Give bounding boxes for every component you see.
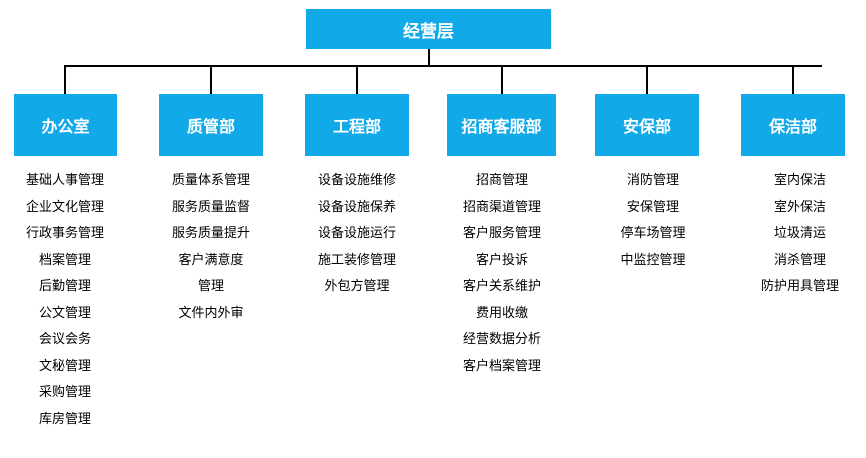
duty-item: 外包方管理 bbox=[324, 279, 390, 294]
connector-dept-5 bbox=[792, 65, 794, 94]
duty-item: 公文管理 bbox=[38, 305, 91, 321]
duty-item: 室外保洁 bbox=[773, 199, 826, 215]
duty-item: 企业文化管理 bbox=[25, 199, 104, 215]
duty-item: 垃圾清运 bbox=[773, 226, 826, 241]
duty-item: 费用收缴 bbox=[475, 305, 528, 321]
duty-item: 设备设施保养 bbox=[317, 199, 396, 215]
duty-item: 中监控管理 bbox=[620, 252, 686, 268]
dept-node-office: 办公室 bbox=[14, 94, 117, 156]
duty-item: 行政事务管理 bbox=[25, 226, 104, 241]
duty-item: 停车场管理 bbox=[620, 226, 686, 241]
duty-item: 客户服务管理 bbox=[462, 226, 541, 241]
duty-item: 消防管理 bbox=[626, 173, 679, 188]
duty-item: 文件内外审 bbox=[178, 305, 244, 321]
duty-item: 档案管理 bbox=[38, 252, 91, 268]
duty-item: 经营数据分析 bbox=[462, 332, 541, 347]
connector-dept-1 bbox=[210, 65, 212, 94]
duty-list-leasing-service: 招商管理 招商渠道管理 客户服务管理 客户投诉 客户关系维护 费用收缴 经营数据… bbox=[427, 168, 577, 380]
connector-dept-3 bbox=[501, 65, 503, 94]
duty-item: 客户满意度 bbox=[178, 252, 244, 268]
duty-item: 质量体系管理 bbox=[171, 173, 250, 188]
duty-item: 采购管理 bbox=[38, 385, 91, 400]
root-node: 经营层 bbox=[306, 9, 551, 49]
duty-item: 文秘管理 bbox=[38, 358, 91, 374]
duty-item: 设备设施运行 bbox=[317, 226, 396, 241]
duty-item: 后勤管理 bbox=[38, 279, 91, 294]
duty-item: 服务质量监督 bbox=[171, 199, 250, 215]
duty-list-security: 消防管理 安保管理 停车场管理 中监控管理 bbox=[578, 168, 728, 274]
duty-list-office: 基础人事管理 企业文化管理 行政事务管理 档案管理 后勤管理 公文管理 会议会务… bbox=[0, 168, 140, 433]
duty-item: 招商管理 bbox=[475, 173, 528, 188]
dept-node-engineering: 工程部 bbox=[305, 94, 409, 156]
duty-item: 库房管理 bbox=[38, 411, 91, 427]
dept-node-quality: 质管部 bbox=[159, 94, 263, 156]
duty-item: 客户关系维护 bbox=[462, 279, 541, 294]
dept-node-cleaning: 保洁部 bbox=[741, 94, 845, 156]
connector-dept-2 bbox=[356, 65, 358, 94]
duty-item: 服务质量提升 bbox=[171, 226, 250, 241]
duty-item: 会议会务 bbox=[38, 332, 91, 347]
duty-item: 招商渠道管理 bbox=[462, 199, 541, 215]
duty-item: 安保管理 bbox=[626, 199, 679, 215]
duty-item: 客户档案管理 bbox=[462, 358, 541, 374]
duty-item: 管理 bbox=[197, 279, 224, 294]
connector-root-down bbox=[428, 49, 430, 66]
duty-item: 防护用具管理 bbox=[760, 279, 839, 294]
dept-node-leasing-service: 招商客服部 bbox=[447, 94, 556, 156]
duty-item: 基础人事管理 bbox=[25, 173, 104, 188]
duty-item: 消杀管理 bbox=[773, 252, 826, 268]
duty-item: 室内保洁 bbox=[773, 173, 826, 188]
duty-list-cleaning: 室内保洁 室外保洁 垃圾清运 消杀管理 防护用具管理 bbox=[725, 168, 866, 301]
dept-node-security: 安保部 bbox=[595, 94, 699, 156]
duty-item: 施工装修管理 bbox=[317, 252, 396, 268]
connector-horizontal bbox=[64, 65, 822, 67]
connector-dept-0 bbox=[64, 65, 66, 94]
duty-item: 设备设施维修 bbox=[317, 173, 396, 188]
duty-list-quality: 质量体系管理 服务质量监督 服务质量提升 客户满意度 管理 文件内外审 bbox=[136, 168, 286, 327]
connector-dept-4 bbox=[646, 65, 648, 94]
duty-list-engineering: 设备设施维修 设备设施保养 设备设施运行 施工装修管理 外包方管理 bbox=[282, 168, 432, 301]
duty-item: 客户投诉 bbox=[475, 252, 528, 268]
